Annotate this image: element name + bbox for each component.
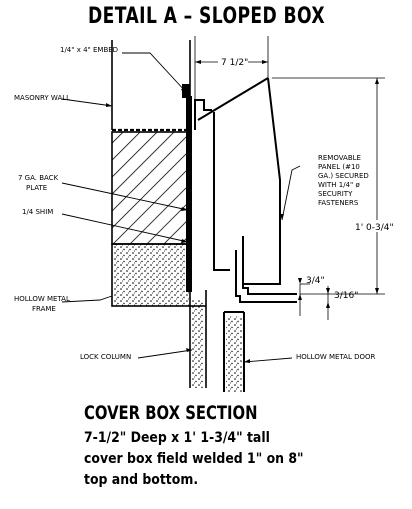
label-hmf-1: HOLLOW METAL: [14, 295, 70, 303]
label-panel-4: WITH 1/4" ø: [318, 181, 360, 189]
shim: [186, 96, 192, 292]
dim-lip-label: 3/16": [334, 291, 358, 301]
label-panel-5: SECURITY: [318, 190, 353, 198]
page-title: DETAIL A – SLOPED BOX: [88, 4, 325, 29]
label-back-plate-1: 7 GA. BACK: [18, 174, 59, 182]
label-panel-2: PANEL (#10: [318, 163, 360, 171]
leader-arrows: [106, 87, 284, 363]
back-plate: [111, 131, 191, 245]
sloped-cover-box: [194, 77, 281, 285]
label-shim: 1/4 SHIM: [22, 208, 53, 216]
label-hmf-2: FRAME: [32, 305, 56, 313]
dim-height-label: 1' 0-3/4": [355, 223, 394, 233]
leader-lines: [61, 52, 301, 363]
embed-plate: [182, 84, 190, 98]
lock-column: [189, 290, 207, 388]
caption-line-3: top and bottom.: [84, 472, 199, 488]
dim-gap: [298, 278, 310, 316]
label-panel-1: REMOVABLE: [318, 154, 361, 162]
panel-return: [235, 236, 297, 303]
label-panel-6: FASTENERS: [318, 199, 359, 207]
hollow-metal-frame: [111, 243, 191, 307]
label-embed: 1/4" x 4" EMBED: [60, 46, 118, 54]
dim-gap-label: 3/4": [306, 276, 325, 286]
hollow-metal-door: [223, 311, 245, 392]
dim-lip: [326, 286, 330, 320]
label-masonry-wall: MASONRY WALL: [14, 94, 70, 102]
caption-heading: COVER BOX SECTION: [84, 402, 258, 424]
dim-depth-label: 7 1/2": [221, 58, 248, 68]
label-hm-door: HOLLOW METAL DOOR: [296, 353, 375, 361]
caption-line-1: 7-1/2" Deep x 1' 1-3/4" tall: [84, 430, 270, 446]
caption-line-2: cover box field welded 1" on 8": [84, 451, 304, 467]
label-panel-3: GA.) SECURED: [318, 172, 369, 180]
label-lock-column: LOCK COLUMN: [80, 353, 131, 361]
label-back-plate-2: PLATE: [26, 184, 47, 192]
dim-height: [272, 77, 394, 295]
dim-depth: [194, 36, 269, 100]
